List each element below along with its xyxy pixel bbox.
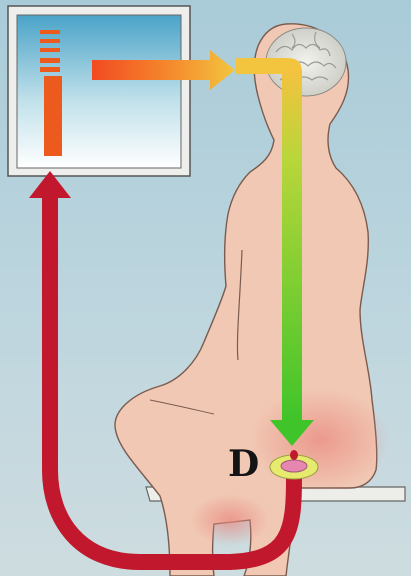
- label-d: D: [228, 444, 259, 484]
- monitor-icon: [8, 6, 190, 176]
